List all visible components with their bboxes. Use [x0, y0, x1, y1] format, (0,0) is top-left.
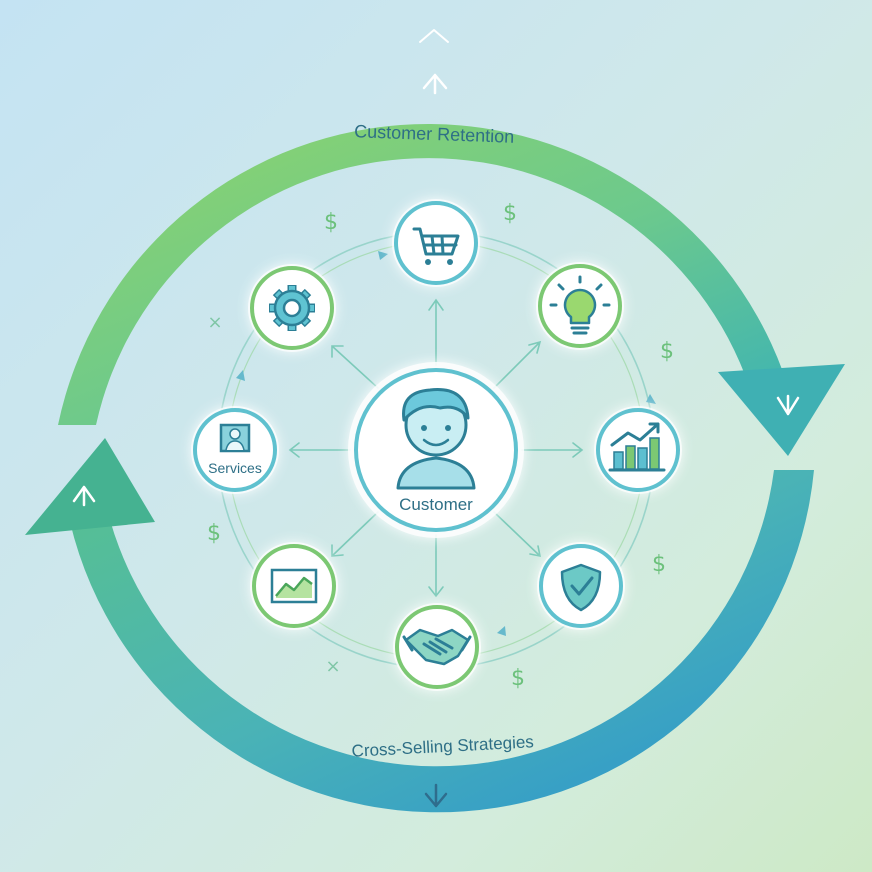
node-shield[interactable] [537, 542, 625, 630]
node-handshake[interactable] [393, 603, 481, 691]
shopping-cart-icon [412, 227, 460, 265]
customer-avatar-icon [396, 388, 476, 490]
top-loop-arrow [58, 124, 845, 456]
customer-node[interactable]: Customer [348, 362, 524, 538]
services-label: Services [208, 460, 262, 476]
node-shopping-cart[interactable] [392, 199, 480, 287]
dollar-icon: $ [207, 521, 221, 546]
node-lightbulb[interactable] [536, 262, 624, 350]
cross-icon: × [207, 312, 222, 333]
dollar-icon: $ [324, 210, 338, 235]
person-card-icon [219, 423, 251, 453]
dollar-sign-icons: $ $ $ $ $ $ [207, 201, 674, 691]
dollar-icon: $ [503, 201, 517, 226]
bottom-loop-label: Cross-Selling Strategies [351, 732, 534, 761]
lightbulb-icon [549, 275, 611, 335]
node-line-chart[interactable] [250, 542, 338, 630]
spokes [288, 298, 584, 598]
orbit-arrowheads [236, 251, 656, 636]
shield-check-icon [560, 563, 602, 612]
line-chart-icon [270, 568, 318, 604]
node-growth-chart[interactable] [594, 406, 682, 494]
customer-label: Customer [399, 495, 473, 514]
node-services[interactable]: Services [191, 406, 279, 494]
handshake-icon [402, 628, 472, 666]
node-settings[interactable] [248, 264, 336, 352]
cross-icon: × [325, 656, 340, 677]
dollar-icon: $ [652, 552, 666, 577]
dollar-icon: $ [511, 666, 525, 691]
bar-chart-icon [608, 422, 666, 472]
cross-mark-icons: × × [207, 312, 340, 677]
bottom-down-arrow [424, 783, 448, 808]
top-chevron-icon [419, 29, 449, 43]
dollar-icon: $ [660, 339, 674, 364]
bottom-loop-arrow [25, 438, 814, 813]
top-up-arrow [422, 73, 448, 95]
gear-icon [269, 285, 315, 331]
